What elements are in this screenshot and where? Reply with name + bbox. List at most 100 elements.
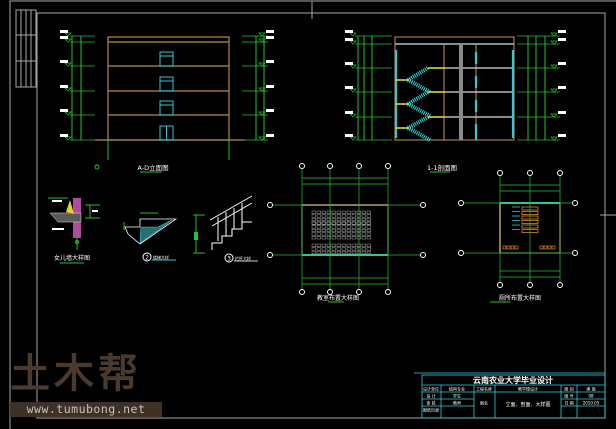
desk [316, 214, 321, 218]
detail-number: 2 [145, 255, 149, 262]
desk [311, 236, 316, 240]
classroom-plan[interactable]: 教室布置大样图 [267, 163, 426, 303]
desk [351, 210, 356, 214]
desk [366, 247, 371, 251]
axis-bubble [385, 163, 391, 169]
section-slabs [395, 43, 514, 118]
desk [341, 243, 346, 247]
desk [361, 228, 366, 233]
desk [346, 250, 351, 255]
desk [316, 217, 321, 222]
desk [331, 214, 336, 218]
stair-flight [406, 90, 430, 106]
level-marker-icon [550, 136, 558, 141]
axis-bubble [267, 252, 273, 258]
title-block-border [421, 374, 606, 419]
desk [361, 210, 366, 214]
desk [351, 225, 356, 229]
detail-number-circle [224, 253, 234, 263]
axis-bubble [497, 170, 503, 176]
desk [321, 236, 326, 240]
level-marker-icon [64, 136, 72, 141]
desk [341, 221, 346, 225]
axis-bubble [458, 200, 464, 206]
desk [346, 210, 351, 214]
desk [351, 232, 356, 236]
level-label [558, 62, 566, 65]
railing-detail[interactable]: 3 栏杆大样 [193, 195, 258, 263]
tb-cell: 教师 [453, 400, 461, 406]
level-marker-icon [64, 38, 72, 43]
step-outline [124, 218, 178, 245]
detail-number-circle [142, 252, 152, 262]
level-label [60, 30, 68, 33]
desk [341, 236, 346, 240]
desk [336, 217, 341, 222]
desk [361, 232, 366, 236]
desk [341, 247, 346, 251]
desk [351, 228, 356, 233]
section-1-1[interactable]: 1-1剖面图 [345, 30, 566, 173]
level-label [60, 134, 68, 137]
axis-bubble [572, 250, 578, 256]
level-marker-icon [64, 111, 72, 116]
desk [311, 250, 316, 255]
parapet-detail[interactable]: 女儿墙大样图 [48, 197, 100, 264]
section-column [459, 44, 463, 140]
desk [336, 210, 341, 214]
classroom-title: 教室布置大样图 [317, 294, 359, 302]
desk [316, 210, 321, 214]
tb-cell: 设计单位 [423, 386, 439, 392]
desk [311, 243, 316, 247]
desk [341, 217, 346, 222]
detail-number: 3 [227, 256, 231, 263]
elevation-level-marks [60, 30, 274, 170]
level-label [60, 60, 68, 63]
elevation-a-d[interactable]: A-D立面图 [60, 30, 274, 173]
level-label [266, 85, 274, 88]
toilet-plan[interactable]: 厕所布置大样图 [458, 170, 578, 303]
desk [326, 236, 331, 240]
desk [361, 236, 366, 240]
tb-cell: 图名 [480, 400, 488, 406]
stair-flight [407, 115, 429, 130]
desk [331, 232, 336, 236]
parapet-dims [48, 197, 100, 250]
step-hatch [139, 219, 173, 244]
desk [351, 217, 356, 222]
desk [346, 214, 351, 218]
toilet-title: 厕所布置大样图 [499, 294, 541, 302]
desk [321, 247, 326, 251]
level-marker-icon [349, 64, 357, 69]
railing-steps [211, 221, 252, 250]
desk [366, 250, 371, 255]
desk [366, 236, 371, 240]
axis-bubble [385, 289, 391, 295]
desk [316, 228, 321, 233]
level-marker-icon [550, 88, 558, 93]
desk [351, 250, 356, 255]
desk [316, 232, 321, 236]
desk [321, 243, 326, 247]
stair-step-detail[interactable]: 2 楼梯大样 [123, 212, 178, 262]
desk [341, 225, 346, 229]
desk [351, 236, 356, 240]
section-outline [394, 36, 515, 141]
sink-fixture [514, 245, 519, 250]
section-title: 1-1剖面图 [427, 163, 457, 172]
desk [366, 217, 371, 222]
desk [341, 232, 346, 236]
desk [336, 236, 341, 240]
level-marker-icon [349, 40, 357, 45]
axis-bubble [557, 170, 563, 176]
tb-cell: 结构专业 [449, 386, 465, 392]
desk [326, 210, 331, 214]
axis-bubble [299, 163, 305, 169]
title-block[interactable] [414, 372, 606, 419]
desk [316, 236, 321, 240]
level-label [266, 134, 274, 137]
desk [321, 232, 326, 236]
desk [321, 217, 326, 222]
level-label [558, 38, 566, 41]
